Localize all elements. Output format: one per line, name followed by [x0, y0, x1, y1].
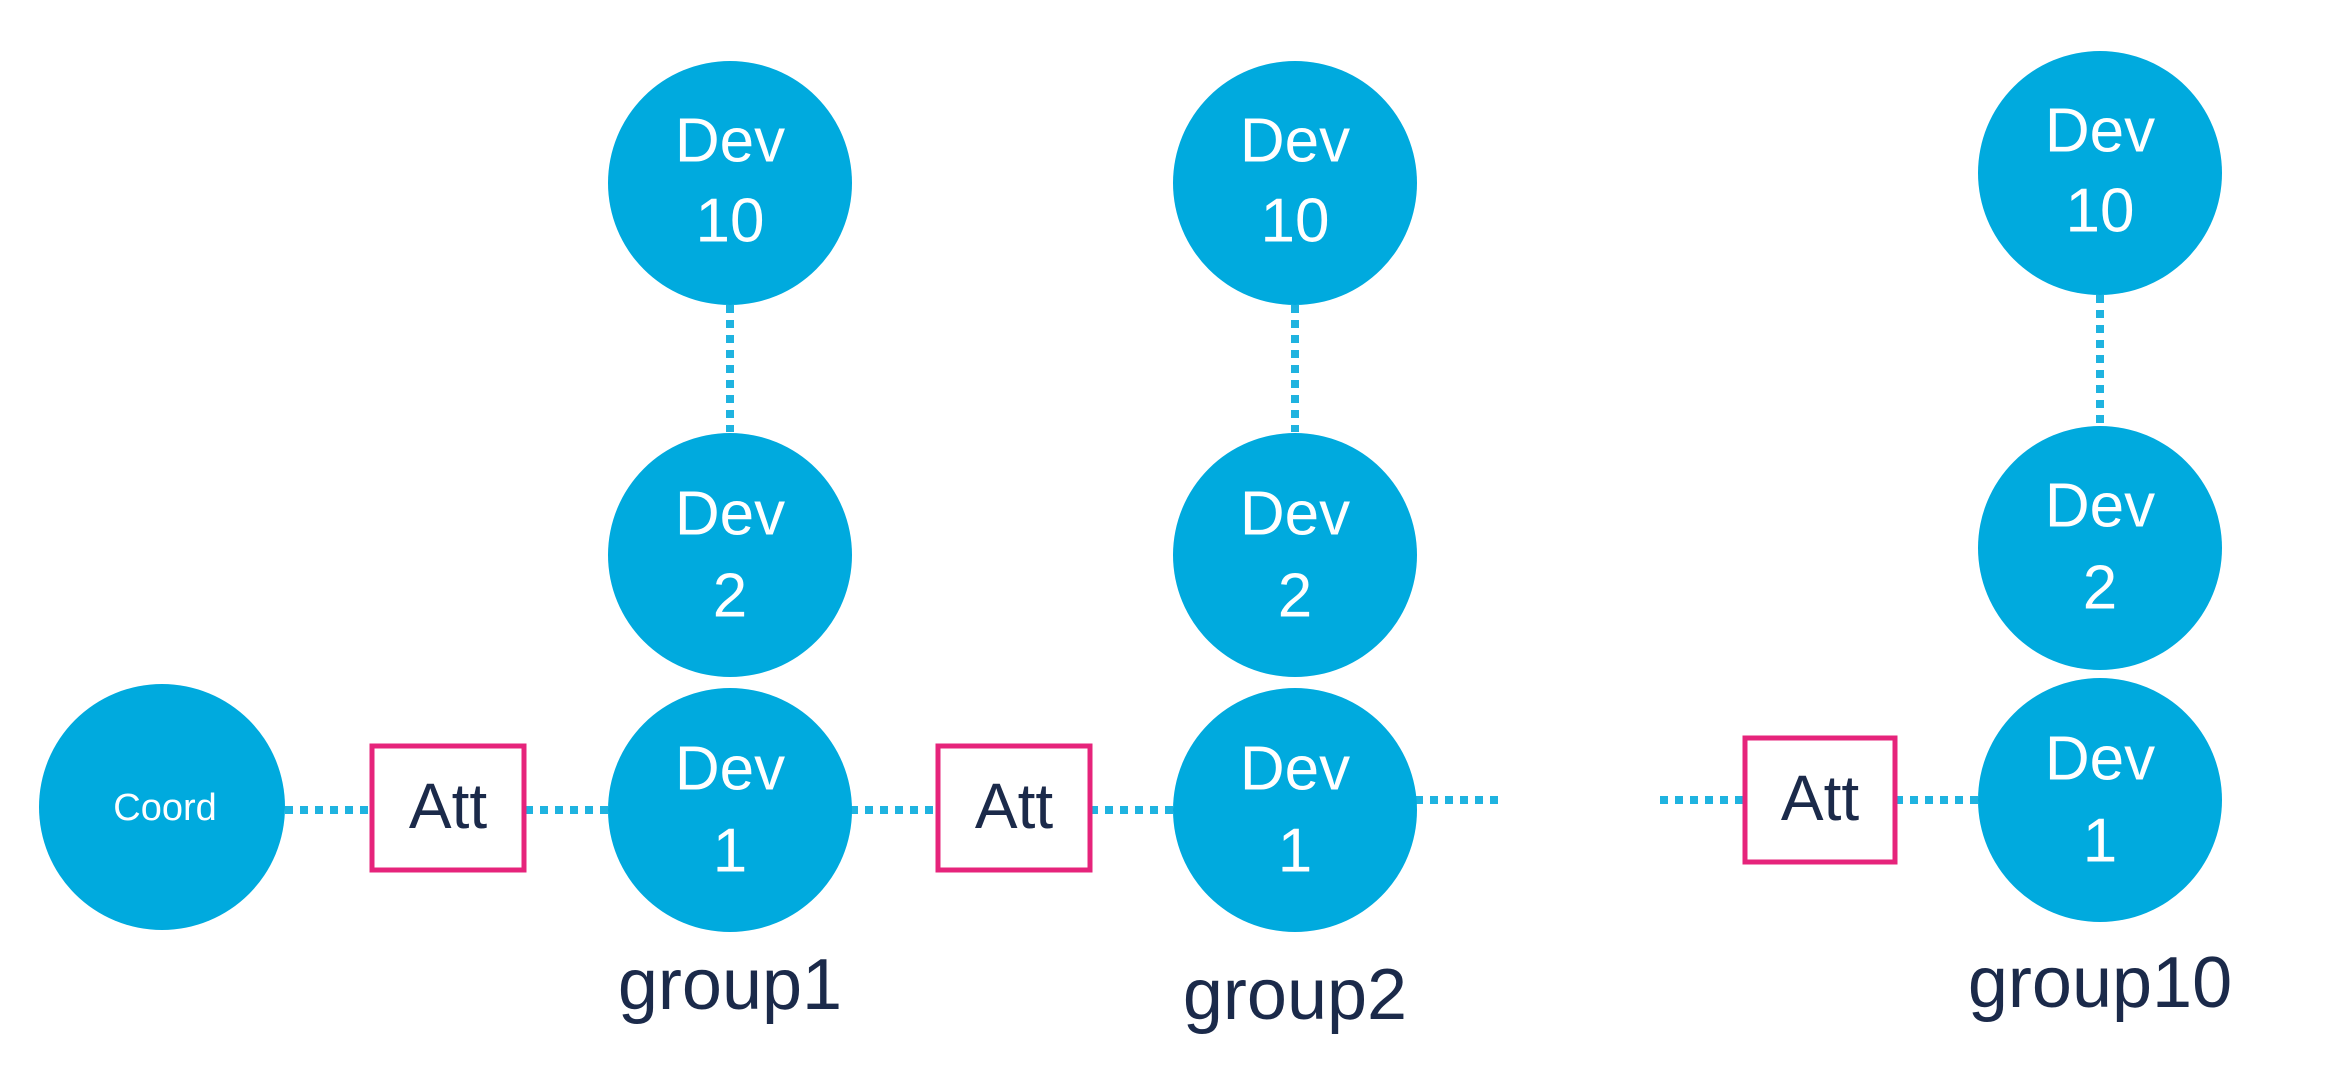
- device-label-line1: Dev: [2045, 96, 2155, 165]
- device-node-dev10: Dev 10: [1173, 61, 1417, 305]
- device-label-line1: Dev: [675, 479, 785, 548]
- device-circle: [1978, 51, 2222, 295]
- device-label-line1: Dev: [2045, 471, 2155, 540]
- device-label-line2: 1: [2083, 806, 2117, 875]
- device-label-line1: Dev: [675, 734, 785, 803]
- attenuator-box: [1742, 735, 1898, 865]
- device-label-line2: 2: [1278, 561, 1312, 630]
- group-label: group10: [1968, 943, 2232, 1023]
- device-node-dev10: Dev 10: [1978, 51, 2222, 295]
- attenuator-3: Att: [1742, 735, 1898, 865]
- attenuator-box: [369, 743, 527, 873]
- device-label-line1: Dev: [2045, 724, 2155, 793]
- device-circle: [608, 433, 852, 677]
- device-circle: [1173, 433, 1417, 677]
- group-label: group1: [618, 945, 842, 1025]
- device-label-line2: 1: [713, 816, 747, 885]
- device-node-dev1: Dev 1: [1978, 678, 2222, 922]
- device-circle: [1173, 688, 1417, 932]
- device-circle: [1173, 61, 1417, 305]
- device-node-dev1: Dev 1: [608, 688, 852, 932]
- device-label-line2: 1: [1278, 816, 1312, 885]
- group-10: Dev 10 Dev 2 Dev 1 group10: [1968, 51, 2232, 1023]
- device-node-dev2: Dev 2: [1978, 426, 2222, 670]
- attenuator-label: Att: [975, 770, 1053, 842]
- group-label: group2: [1183, 955, 1407, 1035]
- coordinator-node: Coord: [39, 684, 285, 930]
- device-circle: [1978, 678, 2222, 922]
- device-label-line1: Dev: [1240, 734, 1350, 803]
- device-circle: [608, 688, 852, 932]
- device-label-line2: 10: [1261, 186, 1330, 255]
- coordinator-circle: [39, 684, 285, 930]
- device-node-dev2: Dev 2: [1173, 433, 1417, 677]
- device-circle: [1978, 426, 2222, 670]
- device-label-line1: Dev: [1240, 479, 1350, 548]
- device-label-line1: Dev: [1240, 106, 1350, 175]
- device-label-line2: 2: [713, 561, 747, 630]
- links: [285, 295, 2104, 814]
- device-label-line2: 10: [2066, 176, 2135, 245]
- coordinator-label: Coord: [113, 787, 217, 829]
- device-node-dev1: Dev 1: [1173, 688, 1417, 932]
- group-1: Dev 10 Dev 2 Dev 1 group1: [608, 61, 852, 1025]
- group-2: Dev 10 Dev 2 Dev 1 group2: [1173, 61, 1417, 1035]
- device-circle: [608, 61, 852, 305]
- attenuator-1: Att: [369, 743, 527, 873]
- attenuator-box: [935, 743, 1093, 873]
- device-node-dev10: Dev 10: [608, 61, 852, 305]
- device-node-dev2: Dev 2: [608, 433, 852, 677]
- device-label-line2: 2: [2083, 553, 2117, 622]
- attenuator-label: Att: [409, 770, 487, 842]
- attenuator-label: Att: [1781, 762, 1859, 834]
- device-label-line1: Dev: [675, 106, 785, 175]
- device-label-line2: 10: [696, 186, 765, 255]
- attenuator-2: Att: [935, 743, 1093, 873]
